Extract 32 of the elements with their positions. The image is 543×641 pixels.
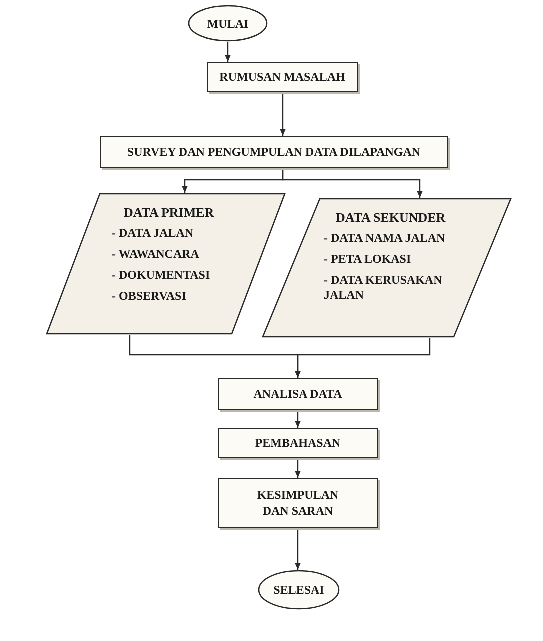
process-box	[218, 428, 378, 458]
list-item: - DOKUMENTASI	[112, 268, 210, 283]
list-item: - DATA JALAN	[112, 226, 194, 241]
node-label: MULAI	[207, 16, 249, 32]
arrow	[295, 338, 431, 378]
terminal-ellipse	[258, 570, 340, 610]
list-item: - WAWANCARA	[112, 247, 200, 262]
data-parallelogram	[262, 198, 512, 338]
list-item: - DATA KERUSAKAN JALAN	[324, 273, 444, 303]
arrow	[282, 168, 423, 198]
process-box	[218, 378, 378, 410]
arrow	[295, 410, 301, 428]
node-label: PEMBAHASAN	[255, 435, 341, 451]
arrow	[295, 528, 301, 570]
list-item: - PETA LOKASI	[324, 252, 412, 267]
process-box	[207, 62, 358, 92]
list-item: - OBSERVASI	[112, 289, 186, 304]
data-parallelogram	[46, 193, 286, 335]
process-box	[100, 136, 448, 168]
terminal-ellipse	[188, 5, 268, 42]
node-label: RUMUSAN MASALAH	[220, 69, 346, 85]
arrow	[225, 42, 231, 62]
node-label: ANALISA DATA	[254, 386, 342, 402]
heading-text: DATA SEKUNDER	[336, 210, 446, 225]
node-label: SURVEY DAN PENGUMPULAN DATA DILAPANGAN	[127, 144, 421, 160]
process-box	[218, 478, 378, 528]
arrow	[295, 458, 301, 478]
node-label: KESIMPULAN DAN SARAN	[256, 487, 340, 519]
list-item: - DATA NAMA JALAN	[324, 231, 446, 246]
node-label: SELESAI	[274, 582, 324, 598]
arrow	[280, 92, 286, 136]
heading-text: DATA PRIMER	[124, 205, 214, 220]
